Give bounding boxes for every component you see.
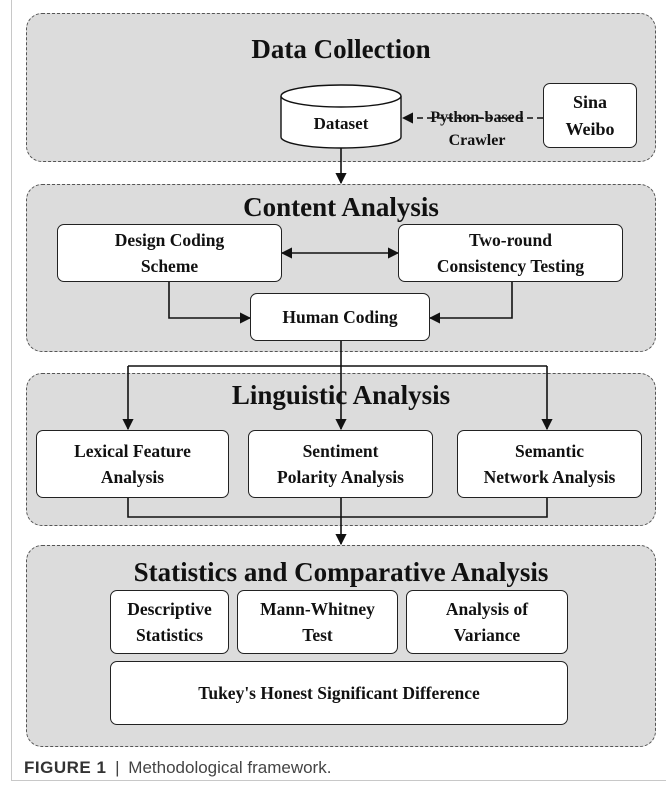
crawler-label-text: Python-based Crawler xyxy=(430,109,524,150)
sentiment-label: Sentiment Polarity Analysis xyxy=(277,440,404,487)
box-lexical-feature: Lexical Feature Analysis xyxy=(36,430,229,498)
caption-separator: | xyxy=(115,758,120,777)
consistency-label: Two-round Consistency Testing xyxy=(436,229,585,276)
box-sentiment-polarity: Sentiment Polarity Analysis xyxy=(248,430,433,498)
figure-caption: FIGURE 1 | Methodological framework. xyxy=(24,758,331,778)
mann-whitney-label: Mann-Whitney Test xyxy=(260,598,375,645)
box-consistency-testing: Two-round Consistency Testing xyxy=(398,224,623,282)
crawler-label: Python-based Crawler xyxy=(413,83,541,153)
box-design-coding-scheme: Design Coding Scheme xyxy=(57,224,282,282)
lexical-label: Lexical Feature Analysis xyxy=(74,440,191,487)
box-semantic-network: Semantic Network Analysis xyxy=(457,430,642,498)
box-mann-whitney: Mann-Whitney Test xyxy=(237,590,398,654)
caption-text: Methodological framework. xyxy=(128,758,332,777)
figure-border-bottom xyxy=(11,780,666,781)
caption-label: FIGURE 1 xyxy=(24,758,107,777)
stage-title-linguistic-analysis: Linguistic Analysis xyxy=(231,380,451,410)
box-anova: Analysis of Variance xyxy=(406,590,568,654)
box-tukey-hsd: Tukey's Honest Significant Difference xyxy=(110,661,568,725)
stage-title-content-analysis: Content Analysis xyxy=(243,192,439,222)
box-sina-weibo: Sina Weibo xyxy=(543,83,637,148)
figure-border-left xyxy=(11,0,12,781)
stage-title-statistics: Statistics and Comparative Analysis xyxy=(133,557,549,587)
human-coding-label: Human Coding xyxy=(282,306,398,327)
design-coding-label: Design Coding Scheme xyxy=(114,229,225,276)
tukey-label: Tukey's Honest Significant Difference xyxy=(198,682,480,703)
sina-weibo-label: Sina Weibo xyxy=(565,91,615,139)
dataset-label: Dataset xyxy=(313,114,369,133)
box-human-coding: Human Coding xyxy=(250,293,430,341)
box-descriptive-statistics: Descriptive Statistics xyxy=(110,590,229,654)
semantic-label: Semantic Network Analysis xyxy=(483,440,616,487)
descriptive-label: Descriptive Statistics xyxy=(127,598,212,645)
anova-label: Analysis of Variance xyxy=(445,598,529,645)
stage-title-data-collection: Data Collection xyxy=(251,34,431,64)
